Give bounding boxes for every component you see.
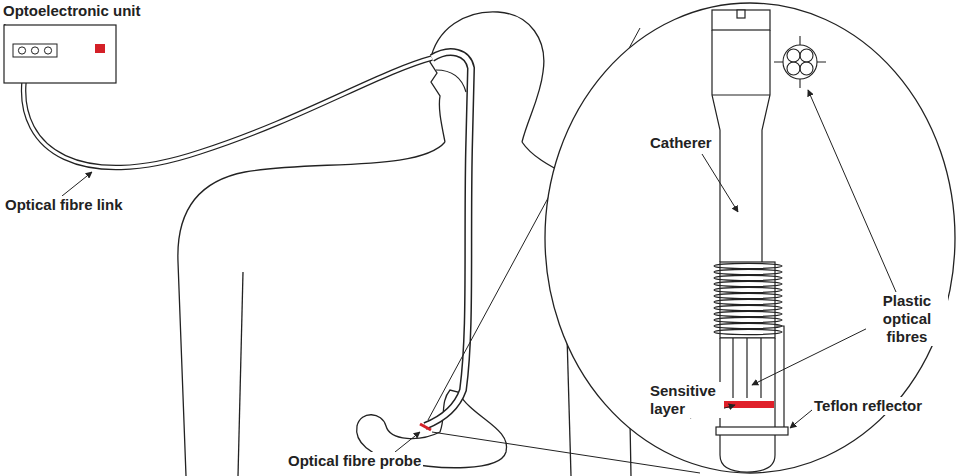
label: Teflon reflector <box>812 397 924 415</box>
unit-box <box>3 24 117 84</box>
label: Sensitive layer <box>648 382 724 418</box>
label: Catherer <box>648 134 714 152</box>
zoom-circle <box>545 3 955 473</box>
unit-heading: Optoelectronic unit <box>3 2 141 20</box>
label: Plastic optical fibres <box>866 292 948 346</box>
label: Optical fibre probe <box>286 452 423 470</box>
probe <box>420 424 431 430</box>
catheter-tube <box>425 52 471 426</box>
fibre-cross-section <box>774 36 826 88</box>
leader-arrow <box>62 90 896 452</box>
label: Optical fibre link <box>3 196 125 214</box>
optoelectronic-unit: Optoelectronic unit <box>3 2 141 84</box>
coil-windings <box>714 263 782 334</box>
